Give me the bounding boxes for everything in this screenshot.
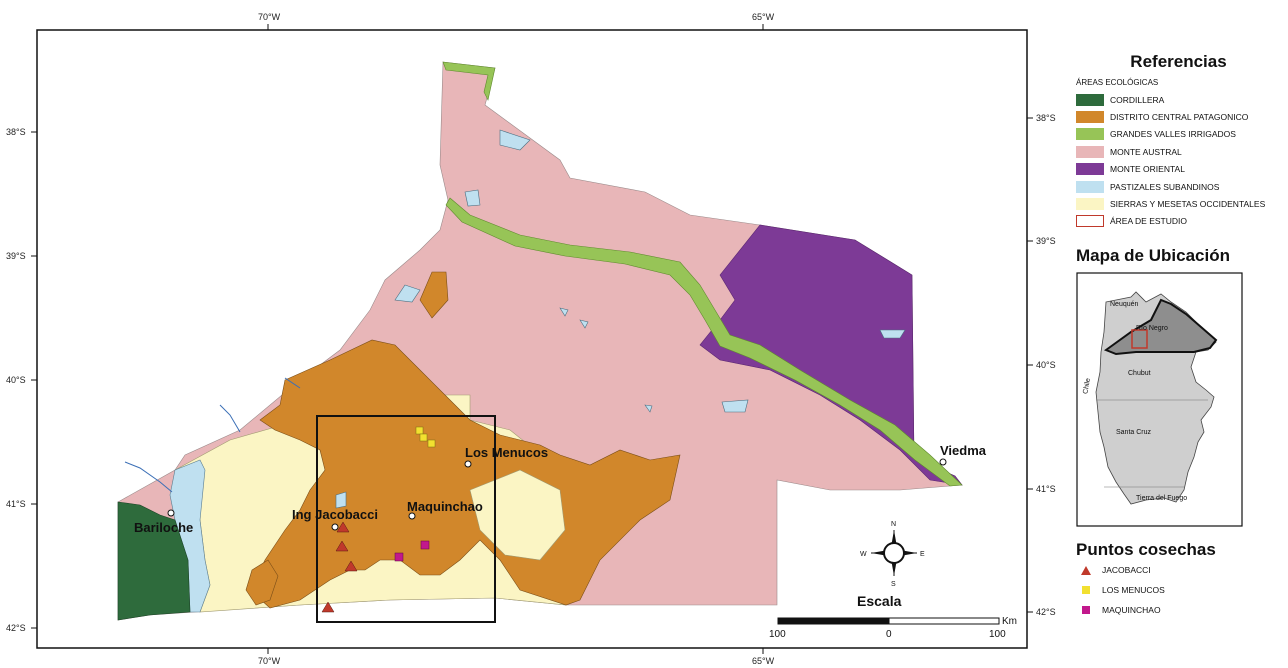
lon-label-top-65: 65°W — [752, 12, 775, 22]
legend-label: SIERRAS Y MESETAS OCCIDENTALES — [1110, 199, 1266, 210]
square-marker-icon — [1080, 585, 1092, 595]
city-markers — [167, 458, 947, 531]
points-label: MAQUINCHAO — [1102, 605, 1161, 615]
compass-e: E — [920, 551, 925, 558]
rivers — [124, 377, 301, 493]
points-item: JACOBACCI — [1080, 560, 1165, 580]
lat-label-left-40: 40°S — [6, 375, 26, 385]
compass-rose-icon: N S W E — [860, 521, 925, 588]
legend-swatch — [1076, 145, 1104, 158]
city-label-bariloche: Bariloche — [134, 520, 193, 535]
legend-swatch — [1076, 111, 1104, 124]
scale-unit: Km — [1002, 616, 1017, 627]
legend-subtitle: ÁREAS ECOLÓGICAS — [1076, 78, 1159, 87]
points-item: LOS MENUCOS — [1080, 580, 1165, 600]
region-grandes-valles — [445, 197, 963, 487]
lat-label-right-40: 40°S — [1036, 360, 1056, 370]
legend-item: CORDILLERA — [1076, 91, 1281, 108]
scale-title: Escala — [857, 593, 902, 609]
region-cordillera — [117, 501, 191, 621]
legend-label: MONTE AUSTRAL — [1110, 146, 1182, 157]
scale-tick-right: 100 — [989, 629, 1006, 640]
region-distrito-central-patch-west — [245, 559, 279, 606]
scale-tick-left: 100 — [769, 629, 786, 640]
location-label-rio-negro: Río Negro — [1136, 325, 1168, 332]
region-sierras-patch-inner — [469, 469, 566, 561]
lat-label-right-38: 38°S — [1036, 113, 1056, 123]
points-title: Puntos cosechas — [1076, 540, 1216, 559]
points-label: LOS MENUCOS — [1102, 585, 1165, 595]
legend-label: DISTRITO CENTRAL PATAGONICO — [1110, 112, 1249, 123]
legend-label: GRANDES VALLES IRRIGADOS — [1110, 129, 1236, 140]
region-pastizales — [169, 459, 211, 613]
legend-label: PASTIZALES SUBANDINOS — [1110, 181, 1220, 192]
legend-items: CORDILLERA DISTRITO CENTRAL PATAGONICO GRA… — [1076, 91, 1281, 213]
map: 70°W 65°W 70°W 65°W 38°S 39°S 40°S 41°S … — [6, 12, 1056, 666]
lat-label-left-39: 39°S — [6, 251, 26, 261]
legend: Referencias ÁREAS ECOLÓGICAS CORDILLERA D… — [1076, 52, 1281, 230]
legend-swatch-study-area — [1076, 215, 1104, 228]
compass-w: W — [860, 551, 867, 558]
legend-swatch — [1076, 163, 1104, 176]
location-label-santa-cruz: Santa Cruz — [1116, 429, 1152, 436]
triangle-marker-icon — [1080, 565, 1092, 575]
lat-label-right-42: 42°S — [1036, 607, 1056, 617]
region-grandes-valles-north — [442, 61, 496, 101]
region-distrito-central-patch-north — [419, 271, 449, 319]
legend-swatch — [1076, 198, 1104, 211]
city-label-maquinchao: Maquinchao — [407, 499, 483, 514]
lat-label-left-41: 41°S — [6, 499, 26, 509]
location-label-chile: Chile — [1082, 378, 1092, 395]
location-label-chubut: Chubut — [1128, 370, 1151, 377]
location-map: Neuquén Río Negro Chile Chubut Santa Cru… — [1076, 272, 1243, 527]
points-list: JACOBACCI LOS MENUCOS MAQUINCHAO — [1080, 560, 1165, 620]
lat-label-left-38: 38°S — [6, 127, 26, 137]
square-marker-icon — [1080, 605, 1092, 615]
lon-label-top-70: 70°W — [258, 12, 281, 22]
city-label-los-menucos: Los Menucos — [465, 445, 548, 460]
legend-item-study-area: ÁREA DE ESTUDIO — [1076, 213, 1281, 230]
harvest-points-jacobacci — [321, 521, 358, 613]
location-rio-negro — [1103, 298, 1218, 356]
legend-item: PASTIZALES SUBANDINOS — [1076, 178, 1281, 195]
legend-title: Referencias — [1130, 52, 1227, 71]
city-label-ing-jacobacci: Ing Jacobacci — [292, 507, 378, 522]
lat-label-right-39: 39°S — [1036, 236, 1056, 246]
location-study-box — [1131, 329, 1148, 349]
legend-label: CORDILLERA — [1110, 94, 1165, 105]
region-distrito-central — [249, 339, 681, 609]
lon-label-bottom-65: 65°W — [752, 656, 775, 666]
legend-label: MONTE ORIENTAL — [1110, 164, 1185, 175]
scale-bar — [777, 617, 1000, 625]
legend-item: SIERRAS Y MESETAS OCCIDENTALES — [1076, 195, 1281, 212]
legend-swatch — [1076, 180, 1104, 193]
scale-tick-mid: 0 — [886, 629, 892, 640]
harvest-points-los-menucos — [415, 426, 436, 448]
legend-item: GRANDES VALLES IRRIGADOS — [1076, 126, 1281, 143]
lakes — [335, 129, 906, 509]
points-label: JACOBACCI — [1102, 565, 1151, 575]
compass-n: N — [891, 521, 896, 528]
region-monte-oriental — [699, 224, 963, 486]
study-area-box — [316, 415, 496, 623]
location-label-tierra-del-fuego: Tierra del Fuego — [1136, 495, 1187, 502]
location-label-neuquen: Neuquén — [1110, 301, 1139, 308]
legend-item: MONTE AUSTRAL — [1076, 143, 1281, 160]
frame-ticks — [31, 24, 1033, 654]
legend-swatch — [1076, 128, 1104, 141]
location-map-title: Mapa de Ubicación — [1076, 246, 1230, 265]
harvest-points-maquinchao — [394, 540, 430, 562]
lon-label-bottom-70: 70°W — [258, 656, 281, 666]
city-label-viedma: Viedma — [940, 443, 987, 458]
points-item: MAQUINCHAO — [1080, 600, 1165, 620]
legend-swatch — [1076, 93, 1104, 106]
legend-label-study-area: ÁREA DE ESTUDIO — [1110, 216, 1187, 227]
legend-item: DISTRITO CENTRAL PATAGONICO — [1076, 108, 1281, 125]
legend-item: MONTE ORIENTAL — [1076, 161, 1281, 178]
compass-s: S — [891, 581, 896, 588]
lat-label-right-41: 41°S — [1036, 484, 1056, 494]
lat-label-left-42: 42°S — [6, 623, 26, 633]
